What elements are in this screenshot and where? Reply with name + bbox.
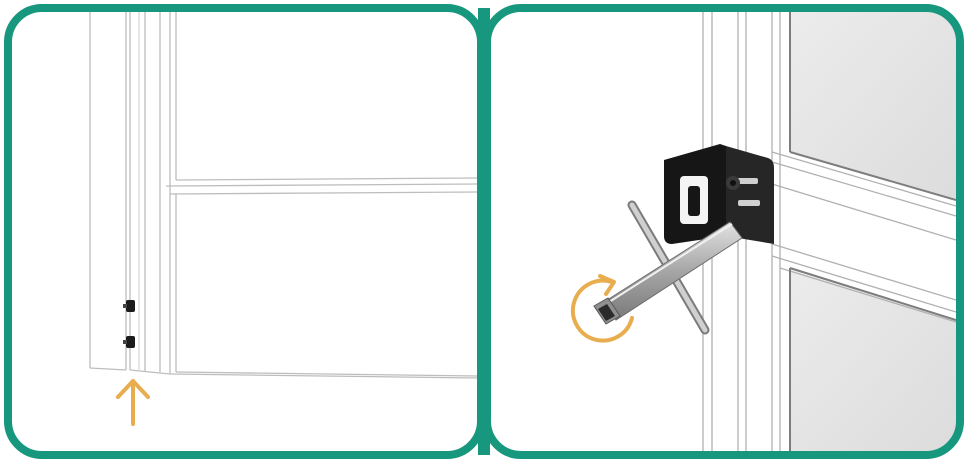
door-frame-illustration xyxy=(90,12,477,378)
up-arrow-icon xyxy=(118,381,148,424)
left-panel-border xyxy=(8,8,481,455)
hinge-pin-icon xyxy=(123,300,135,348)
right-panel xyxy=(573,12,956,451)
left-panel xyxy=(90,12,477,424)
